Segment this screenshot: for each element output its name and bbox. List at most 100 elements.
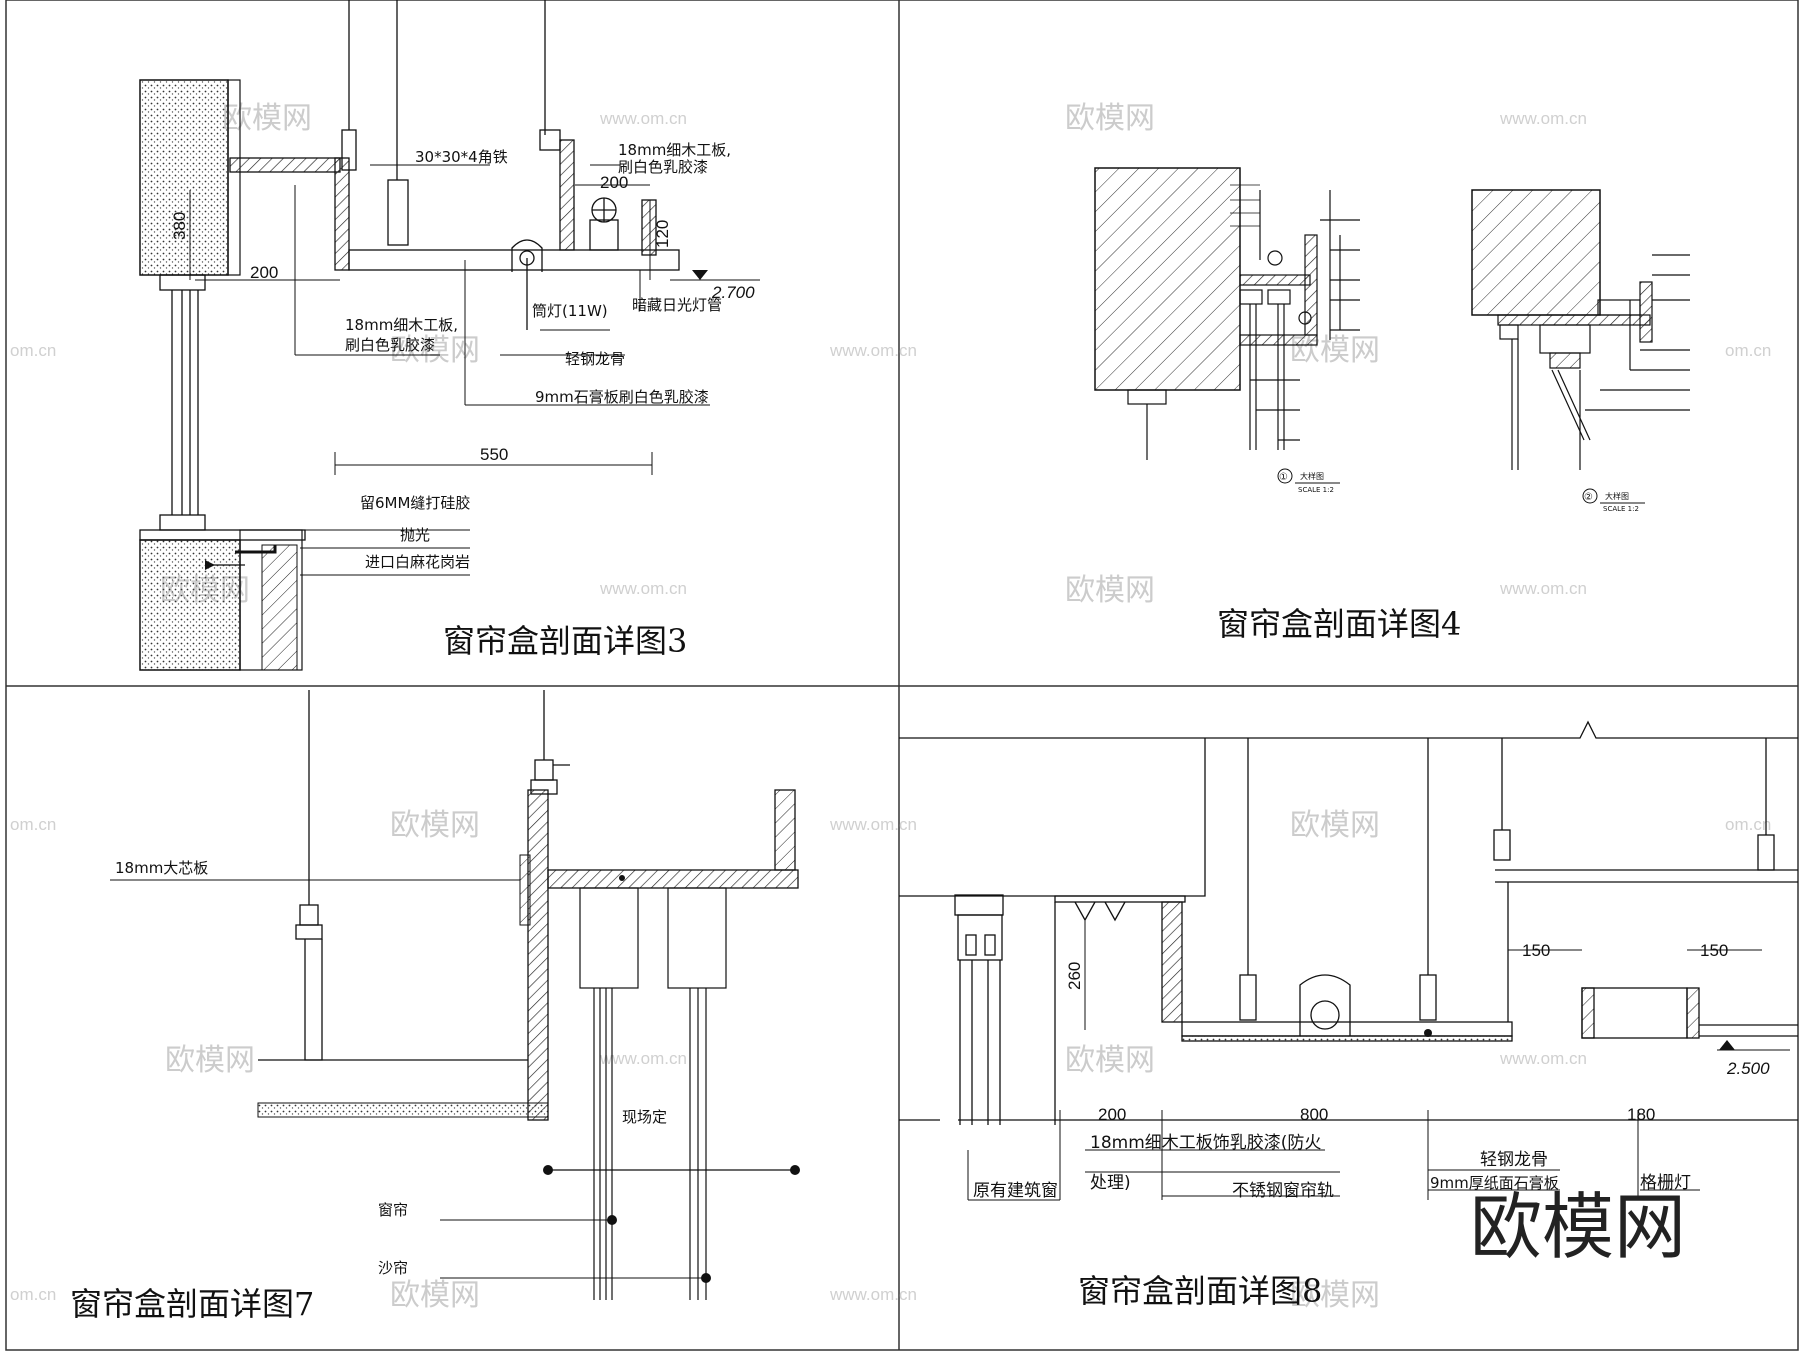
panel-8-title: 窗帘盒剖面详图8 — [1078, 1272, 1322, 1310]
watermark-text: 欧模网 — [1065, 1043, 1155, 1078]
brand-logo: 欧模网 — [1470, 1185, 1686, 1269]
vertical-board — [527, 789, 549, 1121]
label-paper-gypsum: 9mm厚纸面石膏板 — [1430, 1174, 1559, 1192]
concrete-wall-upper — [139, 79, 229, 276]
watermark-url: www.om.cn — [829, 341, 917, 360]
detail-1-rail — [1127, 190, 1360, 460]
label-board-left-2: 刷白色乳胶漆 — [345, 336, 435, 354]
watermark-text: 欧模网 — [165, 1043, 255, 1078]
elevation-2500: 2.500 — [1726, 1059, 1770, 1078]
p8-curtain-box — [1054, 895, 1513, 1125]
dim-800: 800 — [1300, 1105, 1328, 1124]
p8-elevation-marker — [1719, 1040, 1735, 1050]
concrete-wall-detail-1 — [1094, 167, 1241, 391]
ceiling-board — [257, 1102, 549, 1118]
detail-2-scale: SCALE 1:2 — [1603, 505, 1639, 513]
dim-200-top: 200 — [600, 173, 628, 192]
p8-hangers — [1239, 738, 1798, 1039]
dim-150a: 150 — [1522, 941, 1550, 960]
panel-7-title: 窗帘盒剖面详图7 — [70, 1285, 314, 1323]
watermark-url: www.om.cn — [829, 1285, 917, 1304]
label-gypsum: 9mm石膏板刷白色乳胶漆 — [535, 388, 709, 406]
label-granite: 进口白麻花岗岩 — [365, 553, 470, 571]
dim-150b: 150 — [1700, 941, 1728, 960]
label-polish: 抛光 — [400, 526, 430, 544]
label-site: 现场定 — [622, 1108, 667, 1126]
label-keel: 轻钢龙骨 — [565, 350, 625, 368]
watermark-url: om.cn — [1725, 815, 1771, 834]
label-gap: 留6MM缝打硅胶 — [360, 494, 470, 512]
detail-2-number: ② — [1584, 492, 1593, 503]
panel-3-title: 窗帘盒剖面详图3 — [443, 622, 687, 660]
watermark-text: 欧模网 — [390, 808, 480, 843]
label-p8-keel: 轻钢龙骨 — [1480, 1150, 1548, 1170]
leader-lines — [228, 164, 710, 576]
label-fluorescent: 暗藏日光灯管 — [632, 296, 722, 314]
detail-1-name: 大样图 — [1300, 471, 1324, 481]
dim-200: 200 — [1098, 1105, 1126, 1124]
watermark-text: 欧模网 — [390, 1278, 480, 1313]
concrete-wall-lower — [139, 539, 241, 671]
panel-detail-8: 260 150 150 200 800 180 2.500 18mm细木工板饰乳… — [899, 720, 1798, 1310]
p8-dimensions — [967, 920, 1762, 1201]
panel-4-title: 窗帘盒剖面详图4 — [1217, 605, 1461, 643]
dim-180: 180 — [1627, 1105, 1655, 1124]
detail-1-tags — [1230, 184, 1260, 227]
panel-frame — [5, 0, 1799, 1351]
label-core-board: 18mm大芯板 — [115, 859, 208, 877]
label-sheer: 沙帘 — [378, 1259, 408, 1277]
panel-detail-3: 380 200 200 120 550 2.700 30*30*4角铁 18mm… — [139, 0, 760, 671]
original-window — [954, 894, 1004, 1125]
horizontal-board — [547, 869, 799, 889]
dim-550: 550 — [480, 445, 508, 464]
label-board-fireproof-2: 处理) — [1090, 1173, 1131, 1193]
p8-downlight — [1299, 974, 1351, 1036]
elevation-2700: 2.700 — [711, 283, 755, 302]
elevation-marker — [692, 270, 708, 280]
detail-2-box — [1497, 254, 1690, 470]
watermark-url: www.om.cn — [829, 815, 917, 834]
detail-2-name: 大样图 — [1605, 491, 1629, 501]
dim-380: 380 — [170, 212, 189, 240]
watermark-url: www.om.cn — [599, 1049, 687, 1068]
label-board-fireproof-1: 18mm细木工板饰乳胶漆(防火 — [1090, 1133, 1321, 1153]
detail-1-marker — [1277, 468, 1293, 484]
label-angle-iron: 30*30*4角铁 — [415, 148, 508, 166]
watermark-url: om.cn — [10, 815, 56, 834]
label-board-top-1: 18mm细木工板, — [618, 141, 731, 159]
watermark-url: om.cn — [10, 1285, 56, 1304]
concrete-wall-detail-2 — [1471, 189, 1601, 316]
label-downlight: 筒灯(11W) — [532, 302, 608, 320]
p7-hangers — [295, 690, 570, 1061]
watermark-url: www.om.cn — [599, 579, 687, 598]
label-rail: 不锈钢窗帘轨 — [1232, 1181, 1334, 1201]
label-board-top-2: 刷白色乳胶漆 — [618, 158, 708, 176]
watermark-text: 欧模网 — [1290, 1278, 1380, 1313]
dim-260: 260 — [1065, 962, 1084, 990]
hanger-rods — [348, 0, 619, 251]
downlight-symbol — [511, 239, 543, 330]
detail-2-marker — [1582, 488, 1598, 504]
watermark-url: www.om.cn — [1499, 579, 1587, 598]
watermark-text: 欧模网 — [1065, 573, 1155, 608]
watermark-url: www.om.cn — [1499, 1049, 1587, 1068]
panel-detail-7: 18mm大芯板 现场定 窗帘 沙帘 窗帘盒剖面详图7 — [70, 690, 800, 1323]
watermark-text: 欧模网 — [1065, 101, 1155, 136]
watermark-url: om.cn — [10, 341, 56, 360]
window-frame — [139, 274, 306, 541]
watermark-url: om.cn — [1725, 341, 1771, 360]
curtain-tracks — [548, 887, 795, 1300]
watermark-url: www.om.cn — [599, 109, 687, 128]
dimension-lines — [189, 184, 760, 475]
label-curtain: 窗帘 — [378, 1201, 408, 1219]
p8-structure — [899, 720, 1798, 1121]
label-original-window: 原有建筑窗 — [973, 1181, 1058, 1201]
watermark-url: www.om.cn — [1499, 109, 1587, 128]
label-grille-light: 格栅灯 — [1640, 1173, 1691, 1193]
watermark-text: 欧模网 — [1290, 808, 1380, 843]
panel-detail-4: ① 大样图 SCALE 1:2 ② 大样 — [1094, 167, 1690, 643]
dim-200-left: 200 — [250, 263, 278, 282]
detail-1-scale: SCALE 1:2 — [1298, 486, 1334, 494]
watermark-text: 欧模网 — [222, 101, 312, 136]
